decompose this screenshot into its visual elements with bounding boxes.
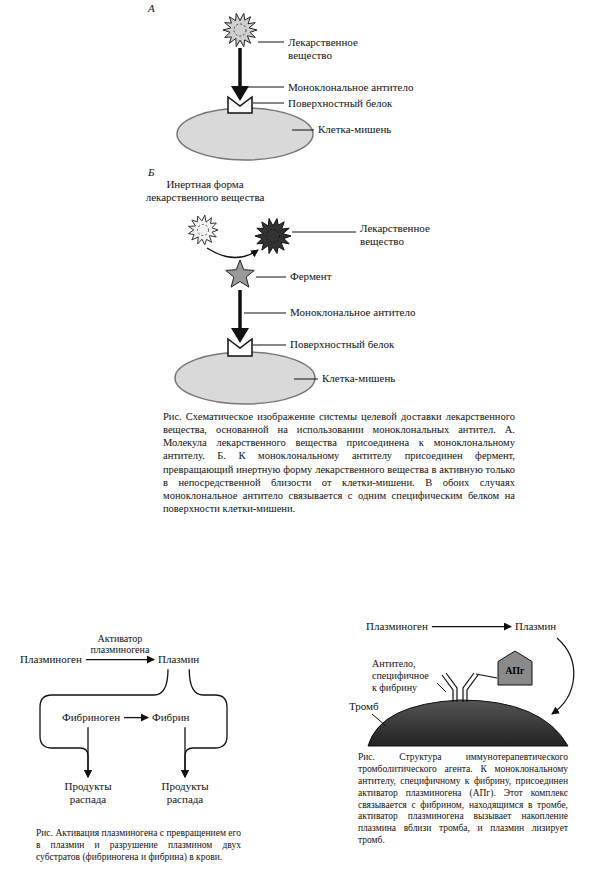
leader-line (294, 379, 318, 380)
term-node: Плазминоген (366, 620, 428, 633)
plasmin-arrow (552, 638, 574, 714)
figure-caption: Рис. Активация плазминогена с превращени… (36, 828, 241, 864)
flow-arrow (432, 626, 511, 627)
term-node: Продукты распада (59, 780, 117, 806)
node-text: Фибриноген (62, 711, 120, 724)
term-node: Фибриноген (62, 711, 120, 724)
part-label: Тромб (349, 700, 389, 713)
surface-protein (228, 339, 252, 356)
node-text: Продукты распада (156, 780, 214, 806)
antibody-shaft (238, 290, 242, 330)
leader-line (292, 130, 314, 131)
node-text: АПг (497, 665, 533, 677)
linker (476, 674, 497, 678)
part-label: Поверхностный белок (290, 338, 450, 351)
node-text: Плазминоген (20, 653, 82, 666)
leader-line (244, 87, 284, 88)
part-label: Моноклональное антитело (290, 306, 450, 319)
panel-letter: А (148, 2, 168, 15)
flow-arrow (185, 669, 227, 777)
target-cell (177, 108, 313, 160)
molecule-texture (234, 24, 246, 36)
node-text: Плазминоген (366, 620, 428, 633)
antibody-shaft (238, 48, 242, 88)
leader-line (437, 683, 446, 692)
part-label: Клетка-мишень (322, 372, 442, 385)
antibody (446, 673, 474, 702)
part-label: Фермент (290, 270, 370, 283)
part-label: Клетка-мишень (318, 123, 438, 136)
part-label: Поверхностный белок (288, 97, 448, 110)
flow-arrow (124, 717, 148, 718)
part-label: Лекарственное вещество (288, 36, 378, 62)
drug-molecule (223, 13, 257, 46)
drug-molecule (255, 219, 291, 254)
conversion-arrow (207, 248, 258, 258)
antibody-head (231, 86, 249, 101)
molecule-texture (198, 225, 209, 236)
leader-line (292, 232, 356, 233)
flow-arrow (86, 659, 154, 660)
panel-letter: Б (148, 166, 168, 179)
term-node: Продукты распада (156, 780, 214, 806)
term-node: Плазмин (158, 653, 199, 666)
leader-line (256, 277, 286, 278)
antibody (442, 675, 478, 702)
part-label: Инертная форма лекарственного вещества (140, 178, 270, 204)
flow-arrow (40, 669, 168, 777)
leader-line (253, 103, 284, 104)
term-node: Плазмин (515, 620, 556, 633)
leader-line (258, 42, 284, 43)
molecule-texture (266, 229, 279, 242)
node-text: Плазмин (515, 620, 556, 633)
surface-protein (228, 97, 252, 113)
term-node: Фибрин (152, 711, 189, 724)
drug-molecule (188, 215, 218, 245)
pentagon-shape (498, 651, 532, 685)
node-text: Продукты распада (59, 780, 117, 806)
leader-line (244, 313, 286, 314)
edge-label: Активатор плазминогена (78, 633, 162, 656)
term-node: Плазминоген (20, 653, 82, 666)
target-cell (175, 352, 315, 404)
node-text: Фибрин (152, 711, 189, 724)
figure-caption: Рис. Схематическое изображение системы ц… (163, 410, 515, 515)
thrombus-figure (368, 638, 574, 746)
figure-caption: Рис. Структура иммунотерапевтического тр… (358, 752, 568, 847)
enzyme-star (226, 260, 255, 287)
leader-line (253, 345, 286, 346)
leader-line (372, 714, 386, 726)
antibody-head (231, 328, 249, 343)
part-label: Антитело, специфичное к фибрину (372, 658, 436, 694)
thrombus (368, 700, 568, 746)
part-label: Лекарственное вещество (360, 222, 450, 248)
node-text: Плазмин (158, 653, 199, 666)
part-label: Моноклональное антитело (288, 81, 448, 94)
activator-pentagon: АПг (497, 650, 533, 686)
drug-molecules (188, 13, 291, 287)
